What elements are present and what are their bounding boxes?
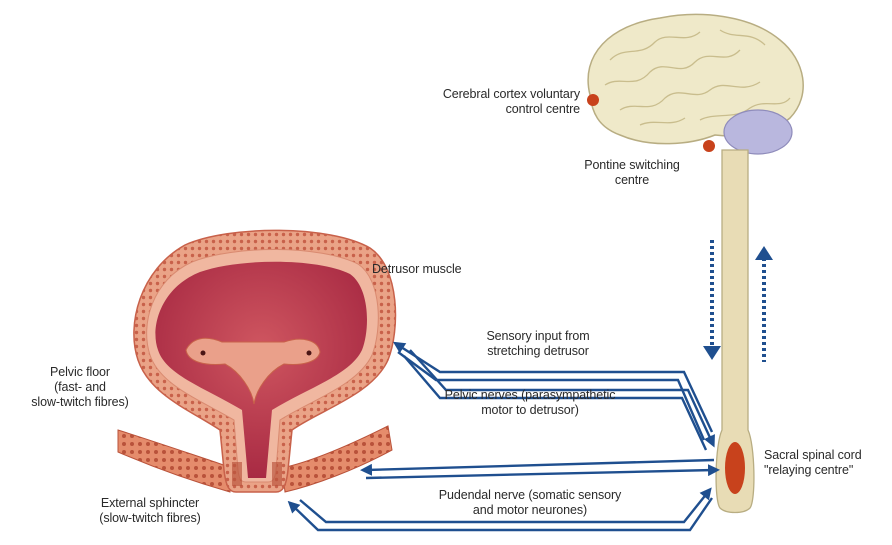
pelvic-floor-sensory-arrow (366, 460, 714, 470)
cortex-centre-dot (587, 94, 599, 106)
pelvic-floor-motor-arrow (366, 470, 714, 478)
pelvic-nerves-label: Pelvic nerves (parasympathetic motor to … (425, 388, 635, 418)
sacral-centre-dot (725, 442, 745, 494)
sensory-input-label: Sensory input from stretching detrusor (458, 329, 618, 359)
descending-dotted-arrow (703, 240, 721, 360)
ascending-dotted-arrow (755, 246, 773, 362)
pelvic-floor-label: Pelvic floor (fast- and slow-twitch fibr… (10, 365, 150, 410)
cerebral-cortex-label: Cerebral cortex voluntary control centre (380, 87, 580, 117)
pontine-centre-dot (703, 140, 715, 152)
external-sphincter-label: External sphincter (slow-twitch fibres) (70, 496, 230, 526)
detrusor-muscle-label: Detrusor muscle (372, 262, 512, 277)
external-sphincter (232, 462, 242, 486)
spinal-cord (716, 150, 754, 513)
cerebellum (724, 110, 792, 154)
sacral-spinal-cord-label: Sacral spinal cord "relaying centre" (764, 448, 892, 478)
pudendal-nerve-label: Pudendal nerve (somatic sensory and moto… (415, 488, 645, 518)
brain (587, 14, 803, 154)
pontine-centre-label: Pontine switching centre (562, 158, 702, 188)
